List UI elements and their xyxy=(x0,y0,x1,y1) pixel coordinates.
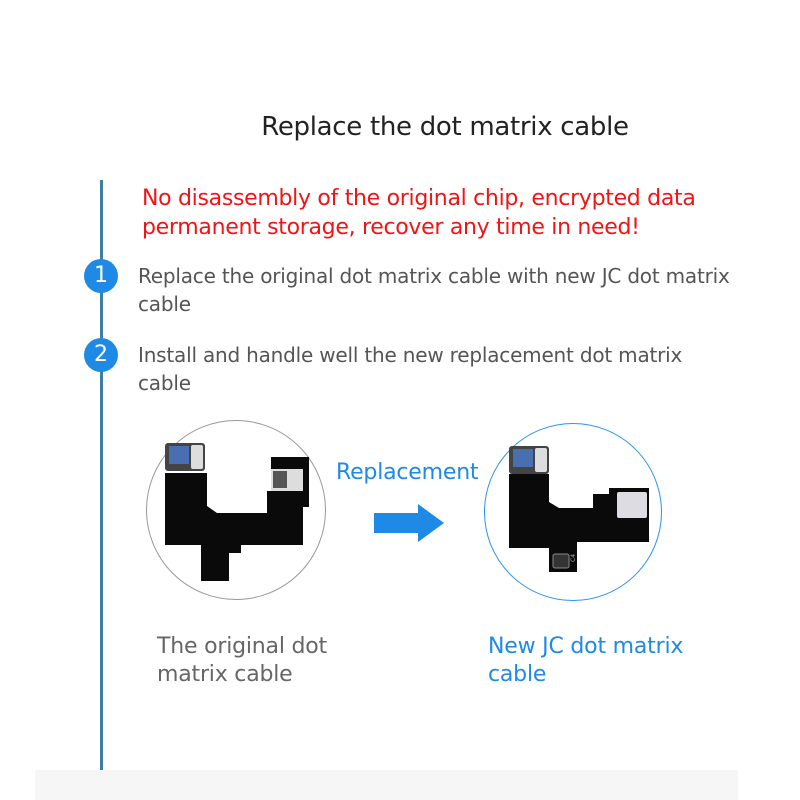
arrow-right-icon xyxy=(374,504,444,542)
notice-text: No disassembly of the original chip, enc… xyxy=(142,186,696,240)
bottom-panel xyxy=(35,770,738,800)
page-title: Replace the dot matrix cable xyxy=(261,112,629,142)
original-cable-icon xyxy=(165,443,309,581)
new-cable-icon: C4 xyxy=(509,446,649,572)
step-1-badge: 1 xyxy=(84,259,118,293)
chip-label: C4 xyxy=(570,554,577,562)
original-cable-image xyxy=(146,420,326,600)
new-cable-image: C4 xyxy=(484,423,662,601)
original-caption-text: The original dot matrix cable xyxy=(157,634,327,687)
step-1-text: Replace the original dot matrix cable wi… xyxy=(138,264,730,316)
timeline-line xyxy=(100,180,103,772)
original-caption: The original dot matrix cable xyxy=(157,633,337,689)
step-2-badge: 2 xyxy=(84,338,118,372)
new-caption: New JC dot matrix cable xyxy=(488,633,698,689)
new-caption-text: New JC dot matrix cable xyxy=(488,634,684,687)
replacement-label: Replacement xyxy=(336,460,479,485)
step-2-text: Install and handle well the new replacem… xyxy=(138,343,683,395)
